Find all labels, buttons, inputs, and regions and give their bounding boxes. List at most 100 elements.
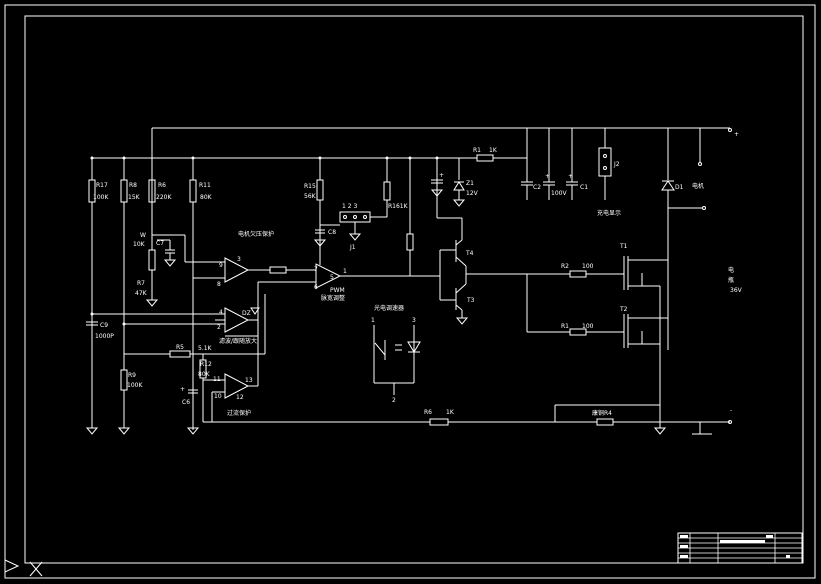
pin10: 10: [214, 393, 222, 400]
r17-value: 100K: [93, 194, 109, 201]
c6-plus: +: [180, 386, 185, 393]
pin7: 7: [314, 266, 318, 273]
corner-cross: [29, 561, 43, 577]
r5-label: R5: [176, 344, 184, 351]
resistor-r12: [199, 354, 207, 422]
r1-top-value: 1K: [489, 147, 498, 154]
pin12: 12: [236, 394, 244, 401]
r6b-label: R6: [424, 409, 432, 416]
c6-label: C6: [182, 399, 190, 406]
j1-pins: 1 2 3: [342, 203, 357, 210]
r16-label: R161K: [388, 203, 409, 210]
t3-label: T3: [466, 297, 475, 304]
resistor-r1: [527, 328, 624, 336]
photo-pin1: 1: [371, 317, 375, 324]
dz-label: DZ: [242, 310, 251, 317]
pin1: 1: [343, 268, 347, 275]
resistor-r11: [186, 158, 200, 435]
r2-label: R2: [561, 263, 569, 270]
plus-label: +: [734, 131, 739, 138]
r6b-value: 1K: [446, 409, 455, 416]
charge-label: 充电显示: [597, 209, 621, 217]
pin4: 4: [219, 309, 223, 316]
r2-value: 100: [582, 263, 594, 270]
resistor-r5: [124, 294, 266, 358]
r17-label: R17: [96, 182, 108, 189]
photo-pin2: 2: [392, 397, 396, 404]
r11-value: 80K: [200, 194, 213, 201]
r12-value: 80K: [198, 371, 211, 378]
pin8: 8: [217, 281, 221, 288]
capacitor-c1: [566, 128, 578, 200]
zener-z1: [437, 154, 527, 207]
resistor-r4: [554, 404, 730, 426]
r15-label: R15: [304, 183, 316, 190]
j1-label: J1: [349, 244, 356, 251]
r15-value: 56K: [304, 193, 317, 200]
r9-label: R9: [128, 372, 136, 379]
pin13: 13: [245, 377, 253, 384]
pin3: 3: [237, 256, 241, 263]
r11-label: R11: [199, 182, 211, 189]
c1-plus: +: [568, 173, 573, 180]
c7-label: C7: [156, 240, 164, 247]
transistor-t4-t3: [406, 158, 570, 325]
pin2: 2: [217, 324, 221, 331]
motor-overvolt-label: 电机欠压保护: [238, 230, 274, 238]
motor-terminals: [668, 128, 706, 210]
d1-label: D1: [675, 184, 684, 191]
capacitor-c9: [86, 321, 98, 326]
capacitor-c7: [157, 239, 177, 267]
capacitor-c8: [313, 225, 327, 247]
r1-label: R1: [561, 323, 569, 330]
c9-label: C9: [100, 322, 108, 329]
opamp-overcurrent: [203, 336, 259, 422]
capacitor-100v: [543, 128, 555, 200]
terminal-minus: [728, 420, 732, 424]
r7-value: 47K: [135, 290, 148, 297]
resistor-r2: [569, 270, 624, 278]
r8-label: R8: [129, 182, 137, 189]
comparator-pwm: [315, 263, 440, 289]
z1-value: 12V: [466, 190, 479, 197]
z1-label: Z1: [466, 180, 474, 187]
photo-speed-controller: [373, 325, 421, 395]
r4-label: 康铜R4: [592, 409, 612, 417]
opamp-note: 滤波/跟随放大: [219, 337, 257, 345]
r8-value: 15K: [128, 194, 141, 201]
r9-value: 100K: [127, 382, 143, 389]
pin9: 9: [219, 262, 223, 269]
outer-frame: [4, 4, 816, 579]
motor-label: 电机: [692, 182, 704, 190]
resistor-r16: [383, 158, 391, 217]
r12-label: R12: [200, 361, 212, 368]
minus-label: -: [730, 407, 732, 414]
resistor-r6-bottom: [429, 418, 449, 426]
terminal-plus: [728, 128, 732, 132]
speed-label: 脉宽调整: [321, 294, 345, 302]
c8-label: C8: [328, 229, 336, 236]
r6-value: 220K: [156, 194, 172, 201]
capacitor-c2: [521, 128, 533, 200]
t1-label: T1: [619, 243, 628, 250]
zener-dz-icon: [250, 307, 260, 315]
pwm-label: PWM: [330, 287, 345, 294]
resistor-r15: [316, 158, 324, 265]
capacitor-decoupling: [430, 172, 444, 197]
r6-label: R6: [158, 182, 166, 189]
pin6: 6: [314, 284, 318, 291]
cap-plus: +: [439, 172, 444, 179]
battery-label-1: 电: [728, 266, 734, 274]
c2-label: C2: [533, 184, 541, 191]
j2-label: J2: [613, 161, 620, 168]
r1-value: 100: [582, 323, 594, 330]
c9-value: 1000P: [95, 333, 114, 340]
jumper-j1: [339, 211, 387, 241]
r1-top-label: R1: [473, 147, 481, 154]
t2-label: T2: [619, 306, 628, 313]
diode-d1: [661, 128, 675, 350]
jack-j2: [598, 128, 612, 200]
r5-value: 5.1K: [198, 345, 213, 352]
resistor-r8: [117, 158, 131, 435]
r7-label: R7: [137, 280, 145, 287]
